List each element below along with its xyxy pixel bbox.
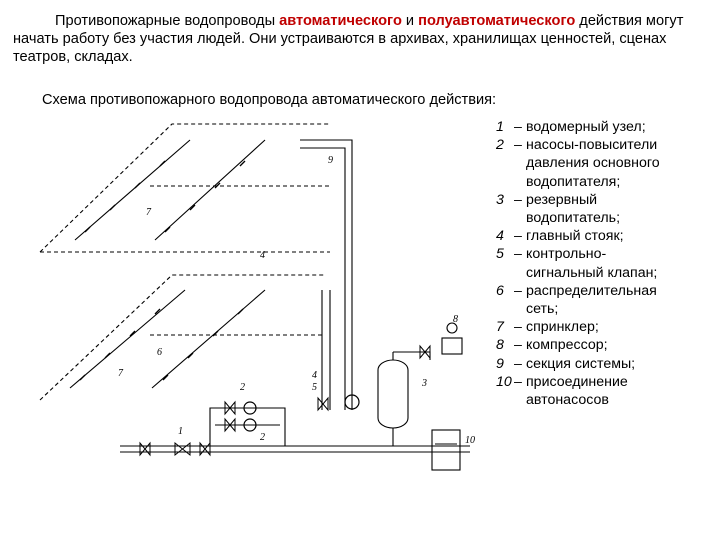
label-5: 5 — [312, 382, 317, 393]
label-2-upper: 2 — [240, 382, 245, 393]
label-7-lower: 7 — [118, 368, 124, 379]
legend-list: 1–водомерный узел; 2–насосы-повысители д… — [496, 118, 718, 409]
label-9: 9 — [328, 155, 333, 166]
pump-circle-icon — [243, 401, 257, 432]
compressor — [441, 337, 463, 355]
sprinkler-ticks — [79, 160, 246, 381]
label-8: 8 — [453, 314, 458, 325]
intro-paragraph: Противопожарные водопроводы автоматическ… — [13, 12, 713, 66]
legend-item: 4–главный стояк; — [496, 228, 624, 245]
autopump-connection — [431, 429, 461, 471]
label-7-upper: 7 — [146, 207, 152, 218]
signal-valve-icon — [344, 394, 360, 410]
label-6: 6 — [157, 347, 162, 358]
upper-section-outline — [39, 123, 330, 253]
legend-item: 9–секция системы; — [496, 355, 636, 372]
lower-branch-2 — [151, 289, 266, 389]
legend-item: 2–насосы-повысители давления основного в… — [496, 137, 660, 190]
legend-item: 8–компрессор; — [496, 337, 608, 354]
upper-branch-1 — [74, 139, 191, 241]
intro-highlight-semiautomatic: полуавтоматического — [418, 13, 576, 29]
legend-item: 3–резервный водопитатель; — [496, 191, 621, 227]
lower-section-outline — [39, 274, 325, 401]
legend-item: 5–контрольно- сигнальный клапан; — [496, 246, 658, 281]
legend-item: 7–спринклер; — [496, 319, 599, 336]
legend-item: 10–присоединение автонасосов — [496, 373, 628, 409]
label-10: 10 — [465, 435, 475, 446]
intro-text-start: Противопожарные водопроводы — [55, 13, 280, 29]
intro-text-end: действия могут начать работу без участия… — [13, 13, 684, 65]
legend-item: 1–водомерный узел; — [496, 119, 646, 135]
intro-highlight-automatic: автоматического — [279, 13, 402, 29]
legend-item: 6–распределительная сеть; — [496, 282, 657, 318]
label-4: 4 — [312, 370, 317, 381]
bowtie-valve-icon — [139, 344, 431, 457]
main-riser-inner — [300, 147, 346, 410]
lower-branch-1 — [69, 289, 186, 389]
scheme-subtitle: Схема противопожарного водопровода автом… — [42, 92, 497, 108]
label-4-upper: 4 — [260, 250, 265, 261]
main-riser-outer — [300, 139, 353, 410]
reserve-tank — [377, 359, 409, 429]
upper-branch-2 — [154, 139, 266, 241]
label-2-lower: 2 — [260, 432, 265, 443]
label-1: 1 — [178, 426, 183, 437]
label-3: 3 — [421, 378, 427, 389]
intro-text-and: и — [401, 13, 419, 29]
